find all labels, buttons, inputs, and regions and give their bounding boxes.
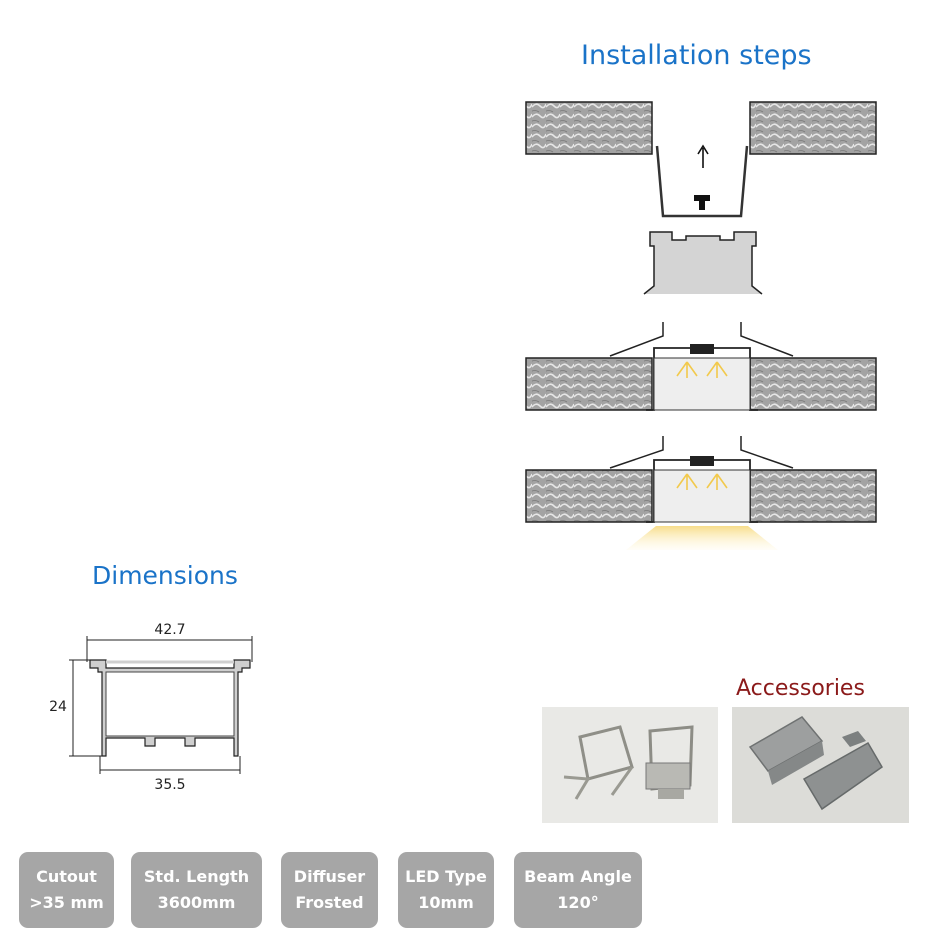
spec-value: 120° [557,893,599,912]
spec-value: Frosted [295,893,364,912]
spec-badge-diffuser: Diffuser Frosted [281,852,378,928]
end-cap-icon [748,716,883,811]
aluminium-profile [643,231,763,295]
spec-badge-beam-angle: Beam Angle 120° [514,852,642,928]
accessory-end-caps-photo [732,707,909,823]
spec-value: >35 mm [29,893,104,912]
led-light-icon [676,361,728,378]
screw-icon [694,195,710,201]
spec-value: 3600mm [157,893,236,912]
light-beam [626,526,778,550]
spec-label: Diffuser [293,867,366,886]
dimensions-title: Dimensions [92,561,238,590]
spec-label: Beam Angle [524,867,632,886]
installation-steps-title: Installation steps [581,40,812,71]
ceiling-panel-left [525,101,653,155]
arrow-up-icon [697,144,709,168]
accessories-title: Accessories [736,676,865,701]
spec-badge-length: Std. Length 3600mm [131,852,262,928]
mounting-clip [655,145,749,218]
spec-value: 10mm [418,893,474,912]
spec-label: Cutout [36,867,97,886]
dim-width-bottom: 35.5 [154,777,185,793]
install-step-2 [525,322,877,411]
spec-badge-led-type: LED Type 10mm [398,852,494,928]
dim-width-top: 42.7 [154,622,185,638]
dim-height: 24 [49,699,67,715]
accessory-clips-photo [542,707,718,823]
led-strip [690,344,714,354]
spec-label: Std. Length [143,867,250,886]
dimension-drawing: 42.7 24 35.5 [49,622,253,793]
spec-label: LED Type [405,867,487,886]
install-step-1 [525,101,877,295]
install-step-3 [525,436,877,550]
ceiling-panel-right [749,101,877,155]
spec-badge-cutout: Cutout >35 mm [19,852,114,928]
spring-clip-icon [563,725,694,800]
